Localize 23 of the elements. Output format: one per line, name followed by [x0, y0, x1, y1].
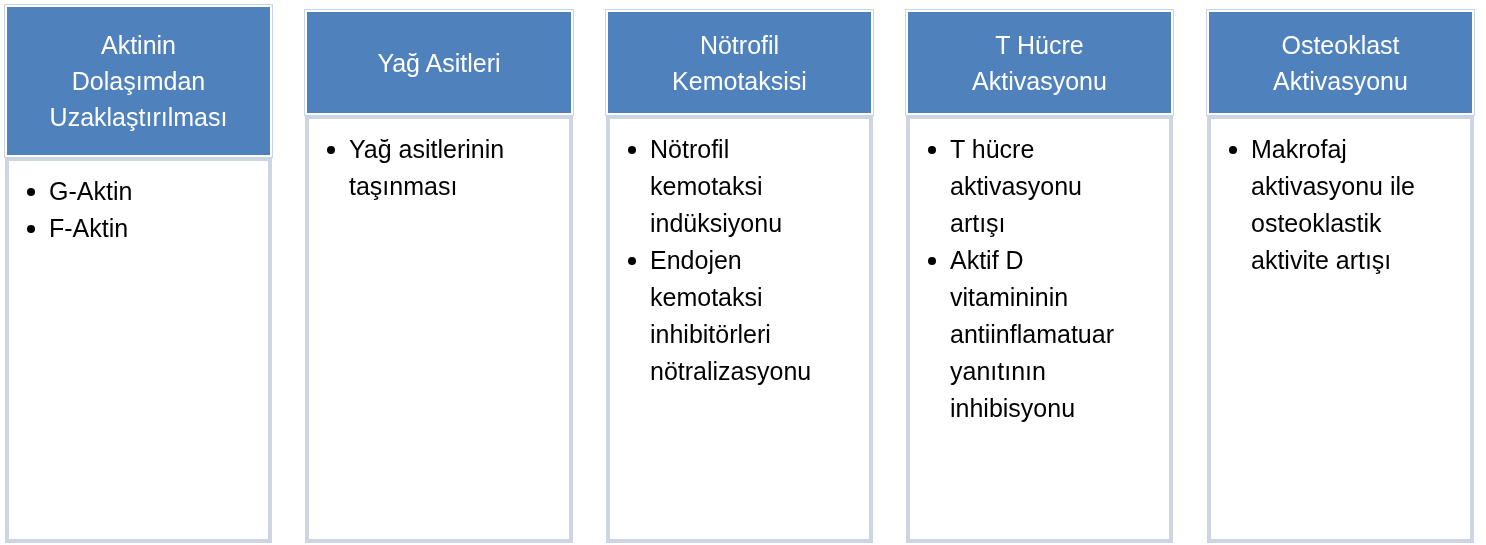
bullet-text: Aktif D vitamininin antiinflamatuar yanıtının inhibisyonu	[950, 245, 1115, 424]
header-text: Osteoklast Aktivasyonu	[1272, 29, 1409, 97]
header-text: Aktinin Dolaşımdan Uzaklaştırılması	[48, 30, 229, 133]
bullet-text: Yağ asitlerinin taşınması	[349, 134, 506, 202]
bullet-text: Endojen kemotaksi inhibitörleri nötralizasyonu	[650, 245, 813, 387]
header-box	[305, 10, 573, 115]
bullet-text: Makrofaj aktivasyonu ile osteoklastik aktivite artışı	[1251, 134, 1416, 276]
header-text: Nötrofil Kemotaksisi	[671, 29, 808, 97]
bullet-text: Nötrofil kemotaksi indüksiyonu	[650, 134, 784, 239]
header-box	[906, 10, 1173, 115]
header-text: T Hücre Aktivasyonu	[971, 29, 1108, 97]
header-box	[1207, 10, 1474, 115]
list-panel	[906, 115, 1173, 543]
header-box	[5, 5, 272, 157]
bullet-text: T hücre aktivasyonu artışı	[950, 134, 1084, 239]
list-panel	[305, 115, 573, 543]
list-panel	[1207, 115, 1474, 543]
header-text: Yağ Asitleri	[377, 47, 501, 79]
bullet-text: G-Aktin	[49, 176, 134, 207]
header-box	[606, 10, 873, 115]
list-panel	[5, 157, 272, 543]
list-panel	[606, 115, 873, 543]
bullet-text: F-Aktin	[49, 213, 130, 244]
